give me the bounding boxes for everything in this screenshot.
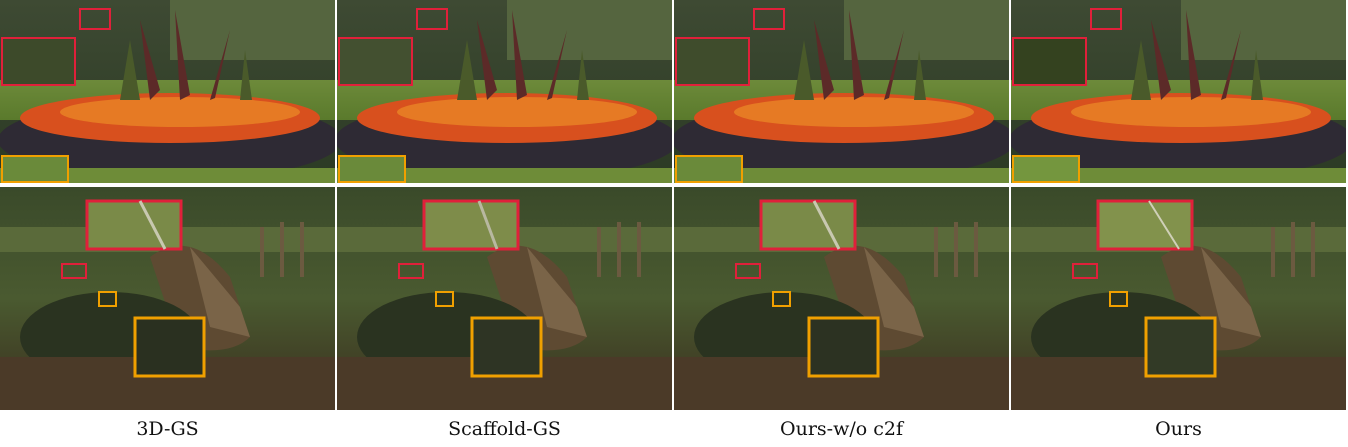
stump-scene-image: [0, 187, 335, 410]
method-column: Ours: [1011, 0, 1346, 447]
method-label: 3D-GS: [136, 418, 199, 440]
garden-scene-image: [0, 0, 335, 183]
method-column: Scaffold-GS: [337, 0, 672, 447]
stump-scene-image: [674, 187, 1009, 410]
method-label: Ours: [1155, 418, 1202, 440]
garden-scene-image: [1011, 0, 1346, 183]
method-label: Scaffold-GS: [448, 418, 561, 440]
garden-render: [1011, 0, 1346, 183]
stump-scene-image: [1011, 187, 1346, 410]
stump-render: [337, 187, 672, 410]
stump-render: [674, 187, 1009, 410]
method-column: 3D-GS: [0, 0, 335, 447]
garden-render: [337, 0, 672, 183]
method-column: Ours-w/o c2f: [674, 0, 1009, 447]
stump-scene-image: [337, 187, 672, 410]
garden-render: [674, 0, 1009, 183]
method-label: Ours-w/o c2f: [780, 418, 903, 440]
stump-render: [1011, 187, 1346, 410]
garden-render: [0, 0, 335, 183]
garden-scene-image: [337, 0, 672, 183]
stump-render: [0, 187, 335, 410]
garden-scene-image: [674, 0, 1009, 183]
